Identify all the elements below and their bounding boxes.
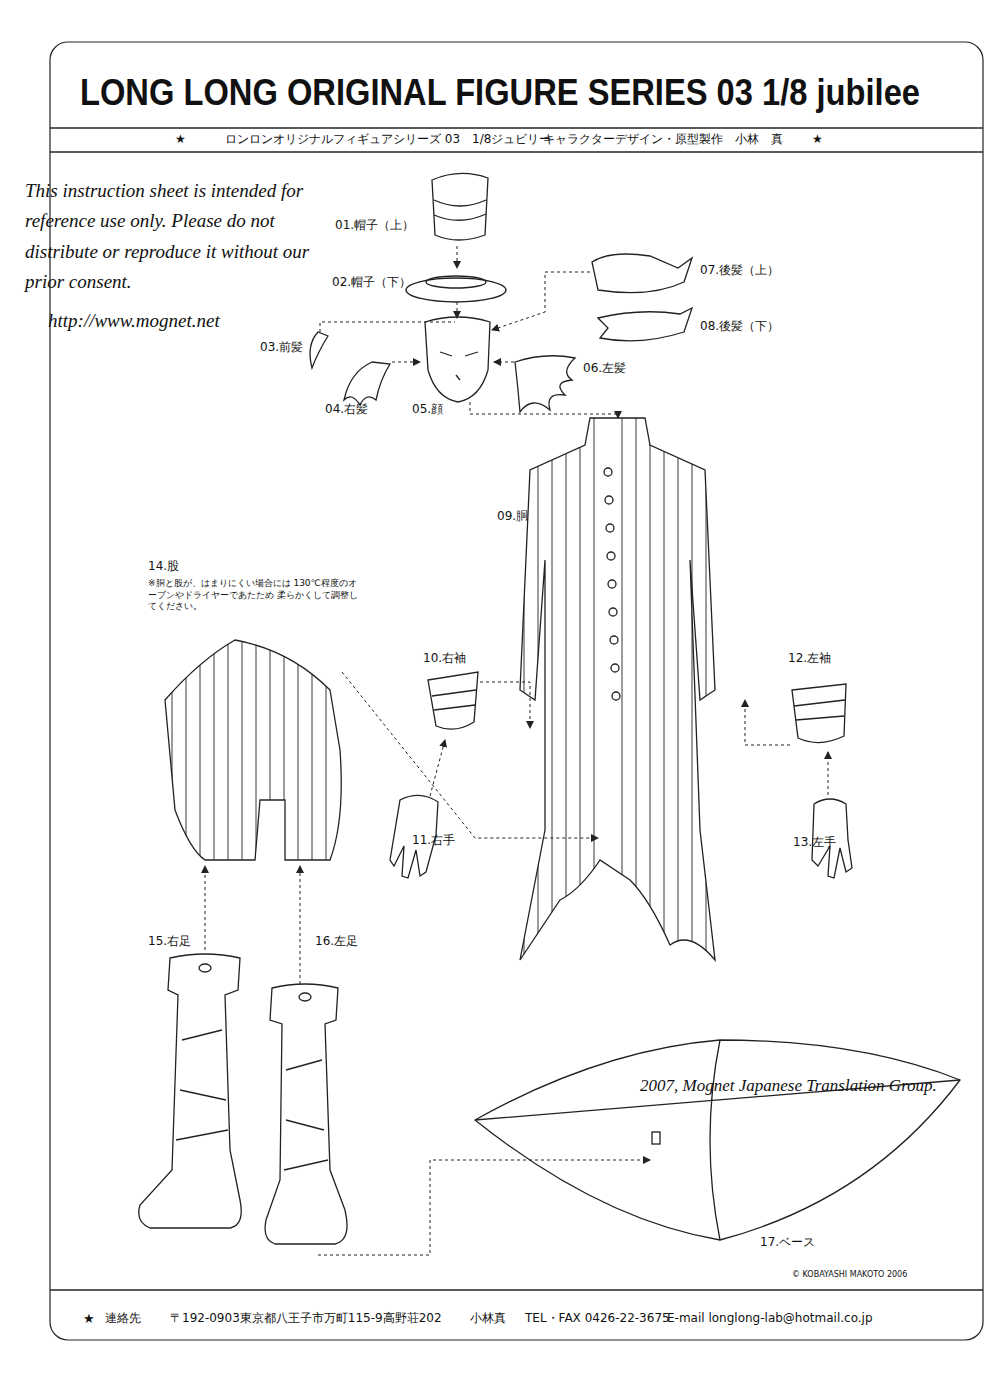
phone-text: TEL・FAX 0426-22-3675 (525, 1312, 670, 1326)
star-mark: ★ (175, 133, 186, 147)
part-label: 04.右髪 (325, 403, 368, 417)
watermark: 2007, Mognet Japanese Translation Group. (640, 1076, 937, 1096)
part-label: 03.前髪 (260, 341, 303, 355)
part-label: 09.胴 (497, 510, 528, 524)
part-label: 08.後髪（下） (700, 320, 779, 334)
part-label: 12.左袖 (788, 652, 831, 666)
part-label: 13.左手 (793, 836, 836, 850)
credit-text: キャラクターデザイン・原型製作 小林 真 (543, 133, 783, 147)
part-label: 10.右袖 (423, 652, 466, 666)
subtitle: ロンロンオリジナルフィギュアシリーズ 03 1/8ジュビリー (225, 133, 551, 147)
part-label: 02.帽子（下） (332, 276, 411, 290)
part-label: 11.右手 (412, 834, 455, 848)
part-label: 07.後髪（上） (700, 264, 779, 278)
part-label: 14.股 (148, 560, 179, 574)
part-label: 15.右足 (148, 935, 191, 949)
part-label: 06.左髪 (583, 362, 626, 376)
part-label: 16.左足 (315, 935, 358, 949)
copyright-text: © KOBAYASHI MAKOTO 2006 (792, 1270, 907, 1279)
part-label: 05.顔 (412, 403, 443, 417)
url-text: http://www.mognet.net (48, 310, 220, 332)
sheet-title: LONG LONG ORIGINAL FIGURE SERIES 03 1/8 … (80, 72, 920, 113)
part-label: 01.帽子（上） (335, 219, 414, 233)
name-text: 小林真 (470, 1312, 506, 1326)
star-mark: ★ (83, 1312, 95, 1327)
notice-text: This instruction sheet is intended for r… (25, 176, 325, 298)
part-label: 17.ベース (760, 1236, 815, 1250)
assembly-note: ※胴と股が、はまりにくい場合には 130℃程度のオーブンやドライヤーであたため … (148, 578, 363, 613)
address-text: 〒192-0903東京都八王子市万町115-9高野荘202 (170, 1312, 442, 1326)
email-text: E-mail longlong-lab@hotmail.co.jp (667, 1312, 873, 1326)
star-mark: ★ (812, 133, 823, 147)
contact-label: 連絡先 (105, 1312, 141, 1326)
